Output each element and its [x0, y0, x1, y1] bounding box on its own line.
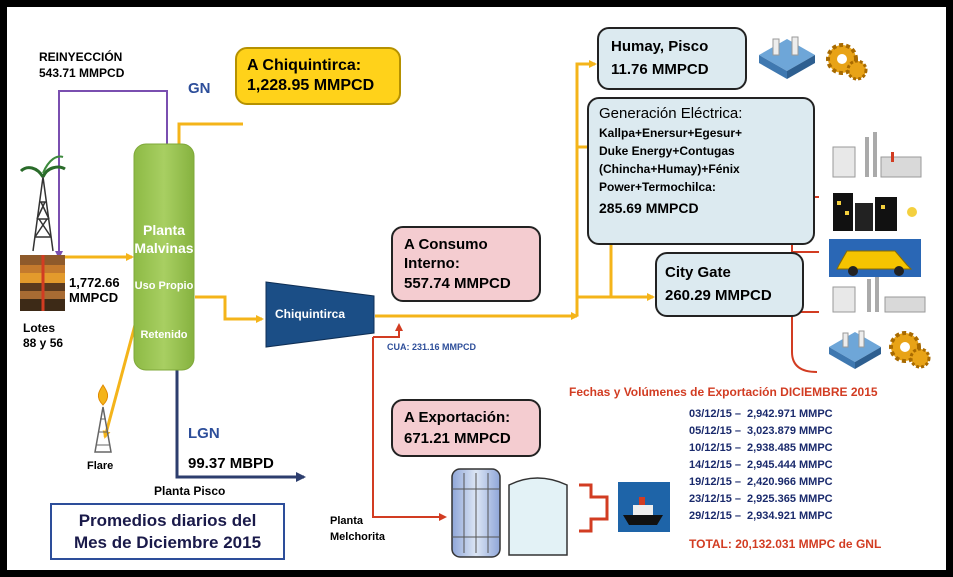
planta-pisco-label: Planta Pisco [154, 484, 226, 498]
lotes-value: 1,772.66 [69, 275, 120, 290]
export-schedule-row: 29/12/15 – 2,934.921 MMPC [689, 510, 833, 522]
consumo-interno-box: A Consumo Interno: 557.74 MMPCD [391, 226, 541, 302]
power-plant-icon [759, 36, 815, 79]
export-schedule-row: 05/12/15 – 3,023.879 MMPC [689, 425, 833, 437]
power-plant-icon [829, 330, 881, 369]
melchorita-label: Planta [330, 515, 364, 527]
export-date: 23/12/15 – [689, 493, 741, 505]
city-gate-title: City Gate [665, 264, 731, 281]
rock-strata-icon [20, 255, 65, 311]
lgn-value: 99.37 MBPD [188, 455, 274, 472]
generacion-line: Kallpa+Enersur+Egesur+ [599, 126, 743, 140]
diagram-canvas: REINYECCIÓN 543.71 MMPCD GN A Chiquintir… [7, 7, 946, 570]
export-date: 14/12/15 – [689, 459, 741, 471]
title-box: Promedios diarios del Mes de Diciembre 2… [50, 503, 285, 560]
exportacion-title: A Exportación: [404, 409, 511, 426]
malvinas-uso-propio: Uso Propio [134, 280, 194, 292]
export-volume: 2,942.971 MMPC [747, 408, 833, 420]
reinyeccion-value: 543.71 MMPCD [39, 66, 125, 80]
title-line-2: Mes de Diciembre 2015 [73, 533, 262, 552]
gear-icon [889, 331, 931, 369]
export-date: 05/12/15 – [689, 425, 741, 437]
export-schedule-row: 14/12/15 – 2,945.444 MMPC [689, 459, 833, 471]
export-schedule-row: 23/12/15 – 2,925.365 MMPC [689, 493, 833, 505]
cua-label: CUA: 231.16 MMPCD [387, 342, 477, 352]
generacion-title: Generación Eléctrica: [599, 105, 743, 122]
export-total: TOTAL: 20,132.031 MMPC de GNL [689, 537, 882, 551]
export-volume: 2,938.485 MMPC [747, 442, 833, 454]
humay-title: Humay, Pisco [611, 38, 709, 55]
factory-icon [832, 275, 926, 313]
export-schedule-title: Fechas y Volúmenes de Exportación DICIEM… [569, 385, 878, 399]
ship-icon [618, 482, 670, 532]
consumo-interno-title: A Consumo [404, 236, 488, 253]
planta-malvinas-shape [133, 143, 195, 371]
export-volume: 2,925.365 MMPC [747, 493, 833, 505]
factory-icon [832, 132, 922, 178]
lotes-label-2: 88 y 56 [23, 336, 64, 350]
humay-value: 11.76 MMPCD [611, 61, 709, 78]
consumo-interno-value: 557.74 MMPCD [404, 275, 511, 292]
generacion-line: Power+Termochilca: [599, 180, 716, 194]
malvinas-title: Planta [142, 222, 185, 238]
export-date: 03/12/15 – [689, 408, 741, 420]
flow-diagram [19, 36, 931, 558]
export-volume: 2,420.966 MMPC [747, 476, 833, 488]
humay-box: Humay, Pisco 11.76 MMPCD [597, 27, 747, 90]
lng-tank-icon [451, 468, 609, 558]
export-date: 10/12/15 – [689, 442, 741, 454]
export-schedule-row: 03/12/15 – 2,942.971 MMPC [689, 408, 833, 420]
export-volume: 2,945.444 MMPC [747, 459, 833, 471]
title-line-1: Promedios diarios del [78, 511, 257, 530]
melchorita-label-2: Melchorita [330, 531, 386, 543]
export-date: 19/12/15 – [689, 476, 741, 488]
city-gate-value: 260.29 MMPCD [665, 287, 772, 304]
chiquintirca-station-shape [265, 281, 375, 348]
lgn-label: LGN [188, 425, 220, 442]
export-schedule-row: 10/12/15 – 2,938.485 MMPC [689, 442, 833, 454]
gn-label: GN [188, 80, 211, 97]
lgn-line [175, 369, 306, 482]
chiquintirca-station-label: Chiquintirca [275, 307, 346, 321]
flare-label: Flare [87, 460, 114, 472]
lotes-unit: MMPCD [69, 290, 119, 305]
generacion-line: (Chincha+Humay)+Fénix [599, 162, 740, 176]
flare-icon [94, 384, 112, 453]
malvinas-retenido: Retenido [140, 329, 188, 341]
export-date: 29/12/15 – [689, 510, 741, 522]
generacion-box: Generación Eléctrica: Kallpa+Enersur+Ege… [587, 97, 815, 245]
reinjection-line [55, 90, 168, 259]
oil-derrick-icon [19, 155, 66, 252]
gear-icon [826, 43, 868, 81]
consumo-interno-title-2: Interno: [404, 255, 460, 272]
malvinas-title-2: Malvinas [134, 240, 194, 256]
export-volume: 2,934.921 MMPC [747, 510, 833, 522]
generacion-value: 285.69 MMPCD [599, 200, 699, 216]
exportacion-box: A Exportación: 671.21 MMPCD [391, 399, 541, 457]
export-volume: 3,023.879 MMPC [747, 425, 833, 437]
generacion-line: Duke Energy+Contugas [599, 144, 735, 158]
city-gate-box: City Gate 260.29 MMPCD [655, 252, 804, 317]
chiquintirca-box: A Chiquintirca: 1,228.95 MMPCD [235, 47, 401, 105]
taxi-icon [829, 239, 921, 277]
chiquintirca-box-value: 1,228.95 MMPCD [247, 77, 375, 94]
exportacion-value: 671.21 MMPCD [404, 430, 511, 447]
reinyeccion-label: REINYECCIÓN [39, 50, 123, 64]
export-schedule-row: 19/12/15 – 2,420.966 MMPC [689, 476, 833, 488]
lotes-label: Lotes [23, 321, 56, 335]
city-buildings-icon [833, 193, 917, 231]
chiquintirca-box-title: A Chiquintirca: [247, 57, 362, 74]
